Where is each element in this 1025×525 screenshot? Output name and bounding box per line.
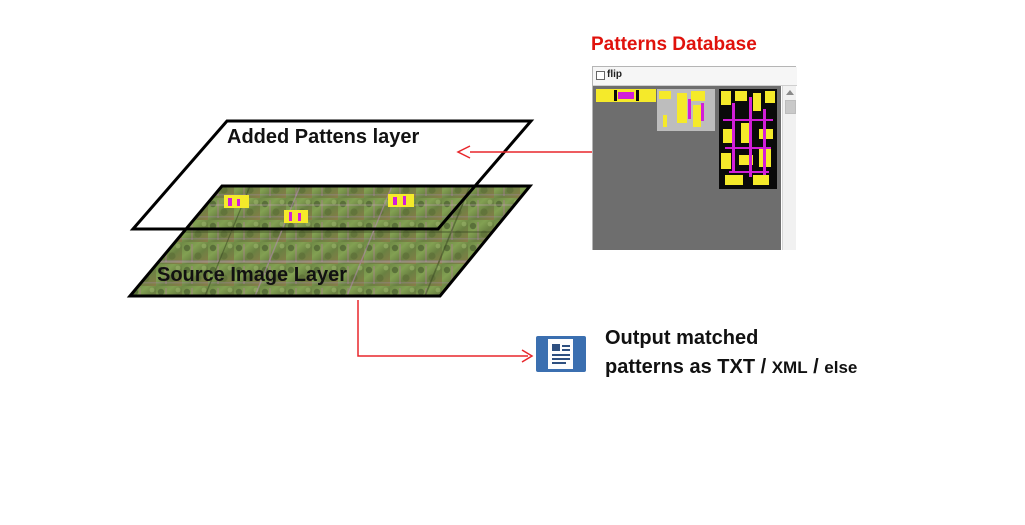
output-format-else: else <box>824 358 858 377</box>
patterns-database-window: flip <box>592 66 797 250</box>
source-image-layer <box>126 184 534 298</box>
flip-label: flip <box>607 69 622 80</box>
document-page <box>548 339 573 369</box>
output-format-txt: patterns as TXT <box>605 356 756 378</box>
pattern-list-canvas <box>593 86 781 250</box>
database-toolbar: flip <box>593 67 797 86</box>
output-format-xml: XML <box>771 358 808 377</box>
arrow-source-to-output <box>357 300 534 363</box>
added-patterns-layer <box>129 119 535 231</box>
source-layer-outline <box>126 184 534 298</box>
added-patterns-layer-label: Added Pattens layer <box>227 126 420 148</box>
database-scrollbar[interactable] <box>782 86 796 250</box>
output-separator: / <box>755 356 772 378</box>
output-separator: / <box>807 356 825 378</box>
source-image-traces <box>140 186 525 296</box>
scroll-thumb[interactable] <box>785 100 796 114</box>
source-image-layer-label: Source Image Layer <box>157 264 348 286</box>
pattern-thumbnail[interactable] <box>719 89 777 189</box>
output-label-line1: Output matched <box>605 327 759 349</box>
scroll-up-icon[interactable] <box>786 90 794 95</box>
matched-pattern-marks <box>224 194 414 223</box>
patterns-database-title: Patterns Database <box>591 34 757 55</box>
pattern-thumbnail[interactable] <box>657 89 715 131</box>
flip-checkbox[interactable] <box>596 71 605 80</box>
document-icon <box>536 336 586 372</box>
output-label-line2: patterns as TXT / XML / else <box>605 356 857 379</box>
pattern-thumbnail[interactable] <box>596 89 656 102</box>
